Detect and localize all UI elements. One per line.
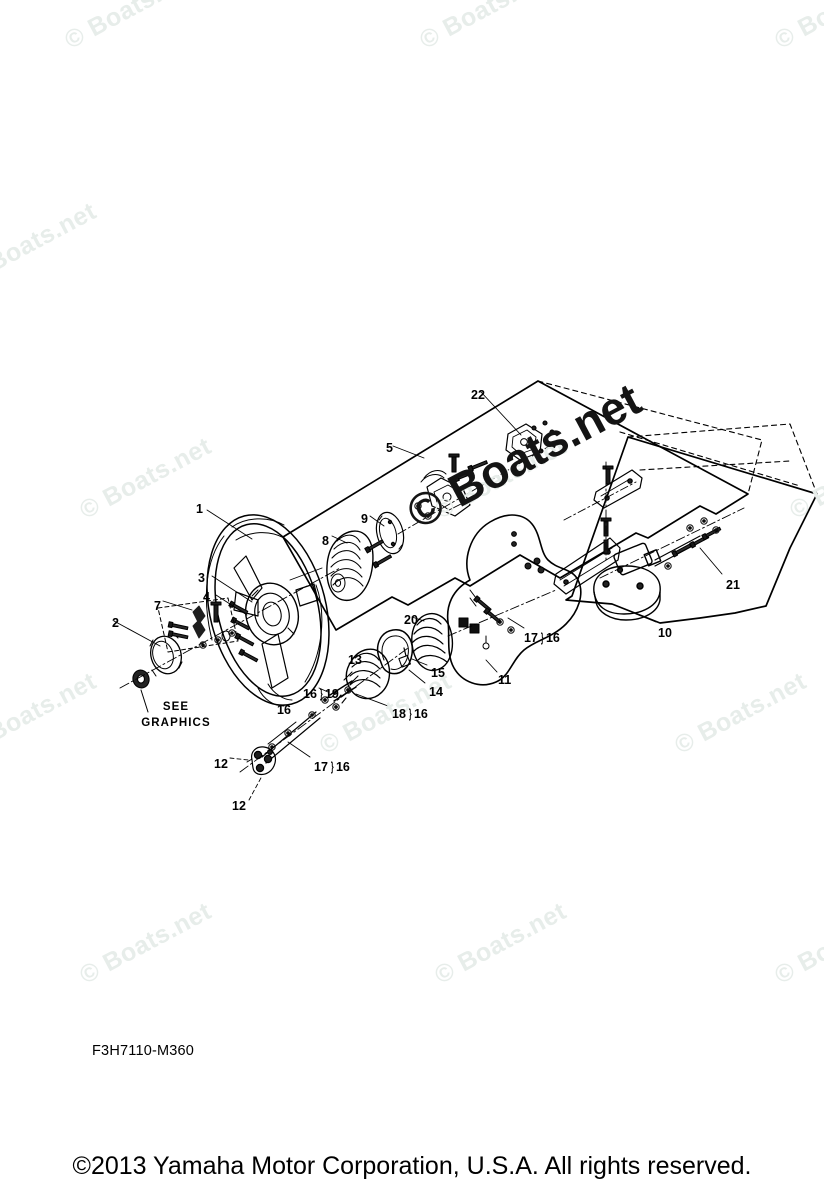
bracket-callout-b3: 17}16 xyxy=(524,630,560,646)
leader-16-19 xyxy=(318,687,329,693)
shaft-bellows-13 xyxy=(345,648,391,700)
leader-12a xyxy=(229,757,249,761)
panel-dashed-edge-upper xyxy=(537,380,801,495)
callout-1-c1: 1 xyxy=(196,502,203,516)
actuator-axis xyxy=(599,507,745,579)
column-assembly xyxy=(414,453,489,520)
bracket-right-number: 16 xyxy=(413,707,428,721)
bracket-right-number: 16 xyxy=(545,631,560,645)
leader-12b xyxy=(248,775,263,801)
callout-20-c20: 20 xyxy=(404,613,418,627)
boot-bellows-8 xyxy=(326,530,374,602)
callout-16-c16: 16 xyxy=(277,703,291,717)
hose-clamp-14 xyxy=(376,629,414,675)
bracket-left-number: 18 xyxy=(392,707,406,721)
callout-8-c8: 8 xyxy=(322,534,329,548)
bracket-left-number: 17 xyxy=(524,631,538,645)
leader-20 xyxy=(411,616,425,622)
flange-bolts xyxy=(364,538,393,569)
leader-18-16 xyxy=(355,693,389,707)
leader-17-16-b3 xyxy=(507,617,525,629)
brace-icon: } xyxy=(408,706,412,722)
callout-15-c15: 15 xyxy=(431,666,445,680)
see-graphics-leader xyxy=(140,689,149,713)
callout-5-c5: 5 xyxy=(386,441,393,455)
brace-icon: } xyxy=(540,630,544,646)
callout-11-c11: 11 xyxy=(498,673,512,687)
bracket-axis xyxy=(563,461,637,561)
steering-wheel xyxy=(205,514,330,707)
callout-21-c21: 21 xyxy=(726,578,740,592)
bracket-callout-b2: 18}16 xyxy=(392,706,428,722)
brace-icon: } xyxy=(330,759,334,775)
shaft-axis xyxy=(239,647,409,773)
hardware-kit-contents xyxy=(167,601,236,649)
lower-bellows-20 xyxy=(411,612,454,672)
leader-14 xyxy=(408,669,426,684)
leader-11 xyxy=(485,659,498,673)
leaders-wheel xyxy=(206,509,323,616)
bracket-right-number: 16 xyxy=(335,760,350,774)
callout-22-c22: 22 xyxy=(471,388,485,402)
actuator-link-hardware xyxy=(654,517,722,570)
u-joint-12 xyxy=(246,746,277,776)
leader-7 xyxy=(162,600,193,611)
callout-13-c13: 13 xyxy=(348,653,362,667)
assembly-axis-left xyxy=(119,567,341,689)
flange-plate-9 xyxy=(375,511,405,555)
steering-column-panel-outline xyxy=(282,380,749,631)
callout-14-c14: 14 xyxy=(429,685,443,699)
leader-21 xyxy=(699,547,723,575)
trim-bracket-lower xyxy=(553,537,621,595)
bracket-right-number: 19 xyxy=(324,687,339,701)
bracket-callout-b1: 16}19 xyxy=(303,686,339,702)
hardware-kit-box xyxy=(157,597,239,653)
cowling-hardware xyxy=(458,531,545,650)
column-axis xyxy=(397,439,561,535)
callout-2-c2: 2 xyxy=(112,616,119,630)
brace-icon: } xyxy=(319,686,323,702)
leader-17-16-b4 xyxy=(287,741,311,758)
actuator-panel-dashed xyxy=(627,423,818,495)
bracket-left-number: 16 xyxy=(303,687,317,701)
cowling-axis xyxy=(447,589,557,637)
leader-5 xyxy=(392,445,425,459)
upper-bracket-22 xyxy=(505,420,556,461)
part-number: F3H7110-M360 xyxy=(92,1043,195,1059)
see-graphics-line1: SEE xyxy=(162,701,190,713)
cowling-panel-11 xyxy=(446,514,582,686)
horn-button xyxy=(132,669,150,689)
trim-bracket-upper xyxy=(593,469,643,509)
callout-7-c7: 7 xyxy=(154,599,161,613)
actuator-motor-10 xyxy=(593,542,662,621)
bracket-left-number: 17 xyxy=(314,760,328,774)
leader-8 xyxy=(331,535,348,544)
callout-3-c3: 3 xyxy=(198,571,205,585)
callout-10-c10: 10 xyxy=(658,626,672,640)
see-graphics-line2: GRAPHICS xyxy=(141,716,211,729)
callout-12-c12b: 12 xyxy=(232,799,246,813)
leader-10 xyxy=(635,613,657,623)
lower-shaft-rods xyxy=(261,711,321,764)
copyright-notice: ©2013 Yamaha Motor Corporation, U.S.A. A… xyxy=(72,1152,752,1180)
callout-4-c4: 4 xyxy=(203,590,210,604)
see-graphics-note: SEE GRAPHICS xyxy=(131,700,221,731)
leader-9 xyxy=(369,515,385,527)
callout-12-c12a: 12 xyxy=(214,757,228,771)
leader-15 xyxy=(411,658,428,666)
bracket-callout-b4: 17}16 xyxy=(314,759,350,775)
leader-2 xyxy=(113,620,161,647)
callout-9-c9: 9 xyxy=(361,512,368,526)
leader-22 xyxy=(480,391,522,436)
